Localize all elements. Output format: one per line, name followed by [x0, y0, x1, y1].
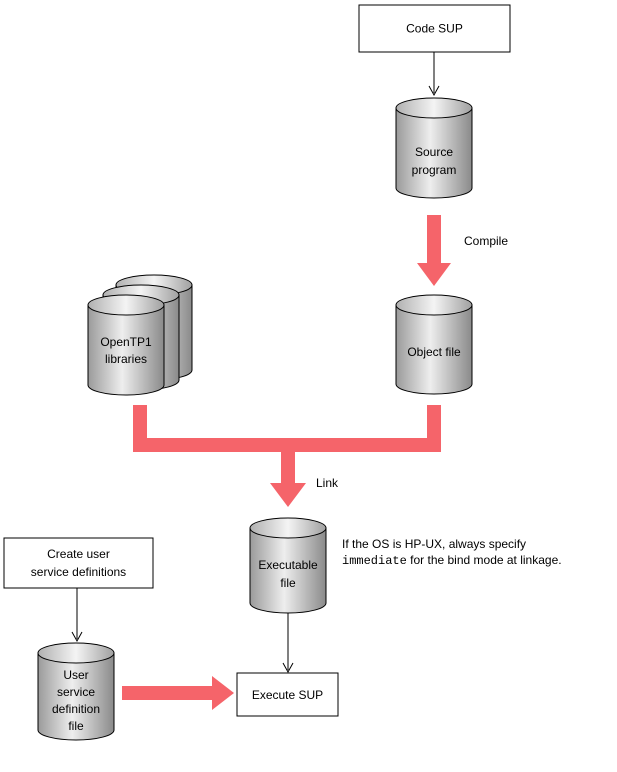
user-service-definition-file-node: User service definition file [37, 642, 115, 741]
execute-sup-label: Execute SUP [252, 688, 323, 702]
executable-label-2: file [280, 576, 296, 590]
user-def-label-1: User [63, 668, 88, 682]
note-line-1: If the OS is HP-UX, always specify [342, 537, 527, 551]
compile-label: Compile [464, 234, 508, 248]
source-program-label-1: Source [415, 145, 453, 159]
object-file-label: Object file [407, 345, 461, 359]
hp-ux-note: If the OS is HP-UX, always specify immed… [342, 536, 614, 569]
link-label: Link [316, 476, 339, 490]
source-program-label-2: program [412, 163, 457, 177]
executable-file-node: Executable file [249, 517, 327, 614]
user-def-label-2: service [57, 685, 95, 699]
note-code-immediate: immediate [342, 554, 407, 568]
object-file-node: Object file [395, 294, 473, 395]
create-user-service-definitions-node: Create user service definitions [3, 537, 154, 589]
executable-label-1: Executable [258, 558, 318, 572]
opentp1-libraries-node: OpenTP1 libraries [87, 274, 193, 396]
create-user-label-2: service definitions [31, 565, 126, 579]
compile-arrow [417, 215, 451, 286]
code-sup-node: Code SUP [358, 4, 511, 53]
arrow-executable-to-execute [282, 613, 294, 674]
note-line-2: immediate for the bind mode at linkage. [342, 552, 614, 569]
user-def-label-4: file [68, 719, 84, 733]
source-program-node: Source program [395, 97, 473, 199]
arrow-create-to-definition-file [71, 588, 83, 643]
code-sup-label: Code SUP [406, 22, 463, 36]
arrow-definition-to-execute [122, 676, 234, 710]
link-arrow [133, 405, 441, 507]
user-def-label-3: definition [52, 702, 100, 716]
create-user-label-1: Create user [47, 547, 110, 561]
opentp1-label-1: OpenTP1 [100, 335, 152, 349]
arrow-code-to-source [428, 52, 440, 97]
opentp1-label-2: libraries [105, 352, 147, 366]
note-line-2-rest: for the bind mode at linkage. [406, 553, 562, 567]
execute-sup-node: Execute SUP [236, 672, 339, 717]
